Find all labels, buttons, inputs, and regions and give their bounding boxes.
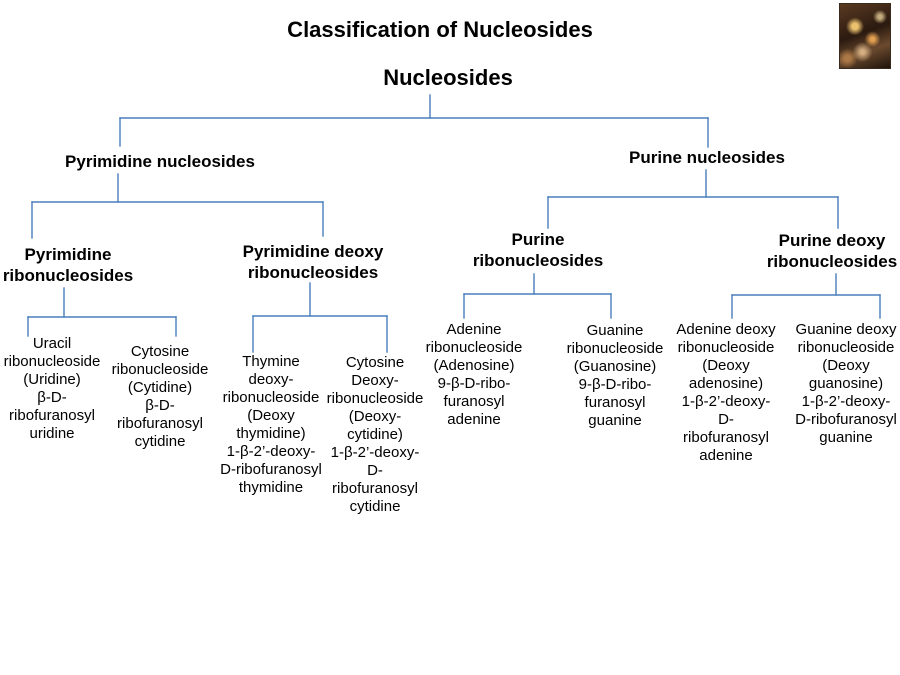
node-text-line: adenine: [699, 447, 753, 464]
node-text-line: ribofuranosyl: [117, 415, 203, 432]
node-text-line: Adenine deoxy: [676, 321, 776, 338]
node-text-line: guanine: [819, 429, 873, 446]
node-text-line: cytidine): [347, 426, 403, 443]
node-text-line: furanosyl: [443, 393, 505, 410]
slide-title: Classification of Nucleosides: [287, 17, 593, 43]
node-text-line: (Uridine): [23, 371, 81, 388]
node-text-line: β-D-: [37, 389, 67, 406]
node-heading-line: ribonucleosides: [247, 263, 379, 282]
node-text-line: cytidine: [349, 498, 401, 515]
node-text-line: ribonucleoside: [222, 389, 320, 406]
thymine-deoxyribonucleoside-node: Thymine deoxy- ribonucleoside (Deoxy thy…: [220, 353, 322, 497]
node-text-line: (Adenosine): [433, 357, 515, 374]
node-text-line: β-D-: [145, 397, 175, 414]
node-text-line: 1-β-2’-deoxy-: [330, 444, 420, 461]
node-text-line: Adenine: [446, 321, 502, 338]
node-text-line: Guanine deoxy: [795, 321, 897, 338]
node-heading-line: ribonucleosides: [2, 266, 134, 285]
adenine-deoxyribonucleoside-node: Adenine deoxy ribonucleoside (Deoxy aden…: [676, 321, 775, 465]
node-text-line: guanosine): [808, 375, 884, 392]
purine-nucleosides-label: Purine nucleosides: [629, 148, 785, 167]
node-heading-line: Purine deoxy: [778, 231, 886, 250]
node-heading-line: Purine: [511, 230, 565, 249]
node-text-line: adenosine): [688, 375, 764, 392]
node-text-line: (Deoxy: [247, 407, 295, 424]
pyrimidine-nucleosides-label: Pyrimidine nucleosides: [65, 152, 255, 171]
node-heading-line: ribonucleosides: [472, 251, 604, 270]
node-text-line: uridine: [29, 425, 75, 442]
root-node-label: Nucleosides: [383, 65, 513, 90]
purine-ribonucleosides-node: Purine ribonucleosides: [473, 229, 603, 271]
node-text-line: ribonucleoside: [566, 340, 664, 357]
guanine-deoxyribonucleoside-node: Guanine deoxy ribonucleoside (Deoxy guan…: [795, 321, 897, 447]
node-text-line: 1-β-2’-deoxy-: [226, 443, 316, 460]
node-text-line: ribofuranosyl: [332, 480, 418, 497]
node-text-line: guanine: [588, 412, 642, 429]
node-text-line: thymidine): [236, 425, 306, 442]
node-text-line: ribonucleoside: [3, 353, 101, 370]
node-text-line: furanosyl: [584, 394, 646, 411]
node-text-line: Deoxy-: [351, 372, 399, 389]
node-text-line: ribonucleoside: [425, 339, 523, 356]
node-text-line: (Guanosine): [573, 358, 657, 375]
node-text-line: Thymine: [242, 353, 300, 370]
node-text-line: (Deoxy: [702, 357, 750, 374]
guanine-ribonucleoside-node: Guanine ribonucleoside (Guanosine) 9-β-D…: [567, 322, 664, 430]
node-text-line: Uracil: [32, 335, 72, 352]
node-text-line: cytidine: [134, 433, 186, 450]
node-text-line: (Cytidine): [127, 379, 193, 396]
node-heading-line: ribonucleosides: [766, 252, 898, 271]
node-text-line: 1-β-2’-deoxy-: [681, 393, 771, 410]
node-text-line: adenine: [447, 411, 501, 428]
node-text-line: ribofuranosyl: [9, 407, 95, 424]
pyrimidine-deoxy-ribonucleosides-node: Pyrimidine deoxy ribonucleosides: [243, 241, 384, 283]
node-text-line: deoxy-: [248, 371, 294, 388]
cytosine-ribonucleoside-node: Cytosine ribonucleoside (Cytidine) β-D- …: [112, 343, 209, 451]
pyrimidine-nucleosides-node: Pyrimidine nucleosides: [65, 151, 255, 172]
purine-deoxy-ribonucleosides-node: Purine deoxy ribonucleosides: [767, 230, 897, 272]
node-text-line: D-: [718, 411, 734, 428]
node-text-line: ribofuranosyl: [683, 429, 769, 446]
node-text-line: 9-β-D-ribo-: [437, 375, 511, 392]
root-node: Nucleosides: [383, 65, 513, 91]
pyrimidine-ribonucleosides-node: Pyrimidine ribonucleosides: [3, 244, 133, 286]
purine-nucleosides-node: Purine nucleosides: [629, 147, 785, 168]
node-text-line: Guanine: [586, 322, 644, 339]
node-text-line: ribonucleoside: [797, 339, 895, 356]
node-heading-line: Pyrimidine deoxy: [242, 242, 384, 261]
node-text-line: thymidine: [238, 479, 304, 496]
cytosine-deoxyribonucleoside-node: Cytosine Deoxy- ribonucleoside (Deoxy- c…: [327, 354, 424, 516]
adenine-ribonucleoside-node: Adenine ribonucleoside (Adenosine) 9-β-D…: [426, 321, 523, 429]
decorative-photo: [839, 3, 891, 69]
node-text-line: 1-β-2’-deoxy-: [801, 393, 891, 410]
slide-title-text: Classification of Nucleosides: [287, 17, 593, 42]
node-text-line: (Deoxy-: [348, 408, 402, 425]
node-heading-line: Pyrimidine: [24, 245, 112, 264]
node-text-line: ribonucleoside: [111, 361, 209, 378]
node-text-line: D-ribofuranosyl: [220, 461, 322, 478]
node-text-line: 9-β-D-ribo-: [578, 376, 652, 393]
uracil-ribonucleoside-node: Uracil ribonucleoside (Uridine) β-D- rib…: [4, 335, 101, 443]
node-text-line: (Deoxy: [822, 357, 870, 374]
node-text-line: Cytosine: [345, 354, 405, 371]
node-text-line: ribonucleoside: [326, 390, 424, 407]
node-text-line: D-ribofuranosyl: [795, 411, 897, 428]
node-text-line: Cytosine: [130, 343, 190, 360]
node-text-line: ribonucleoside: [677, 339, 775, 356]
node-text-line: D-: [367, 462, 383, 479]
